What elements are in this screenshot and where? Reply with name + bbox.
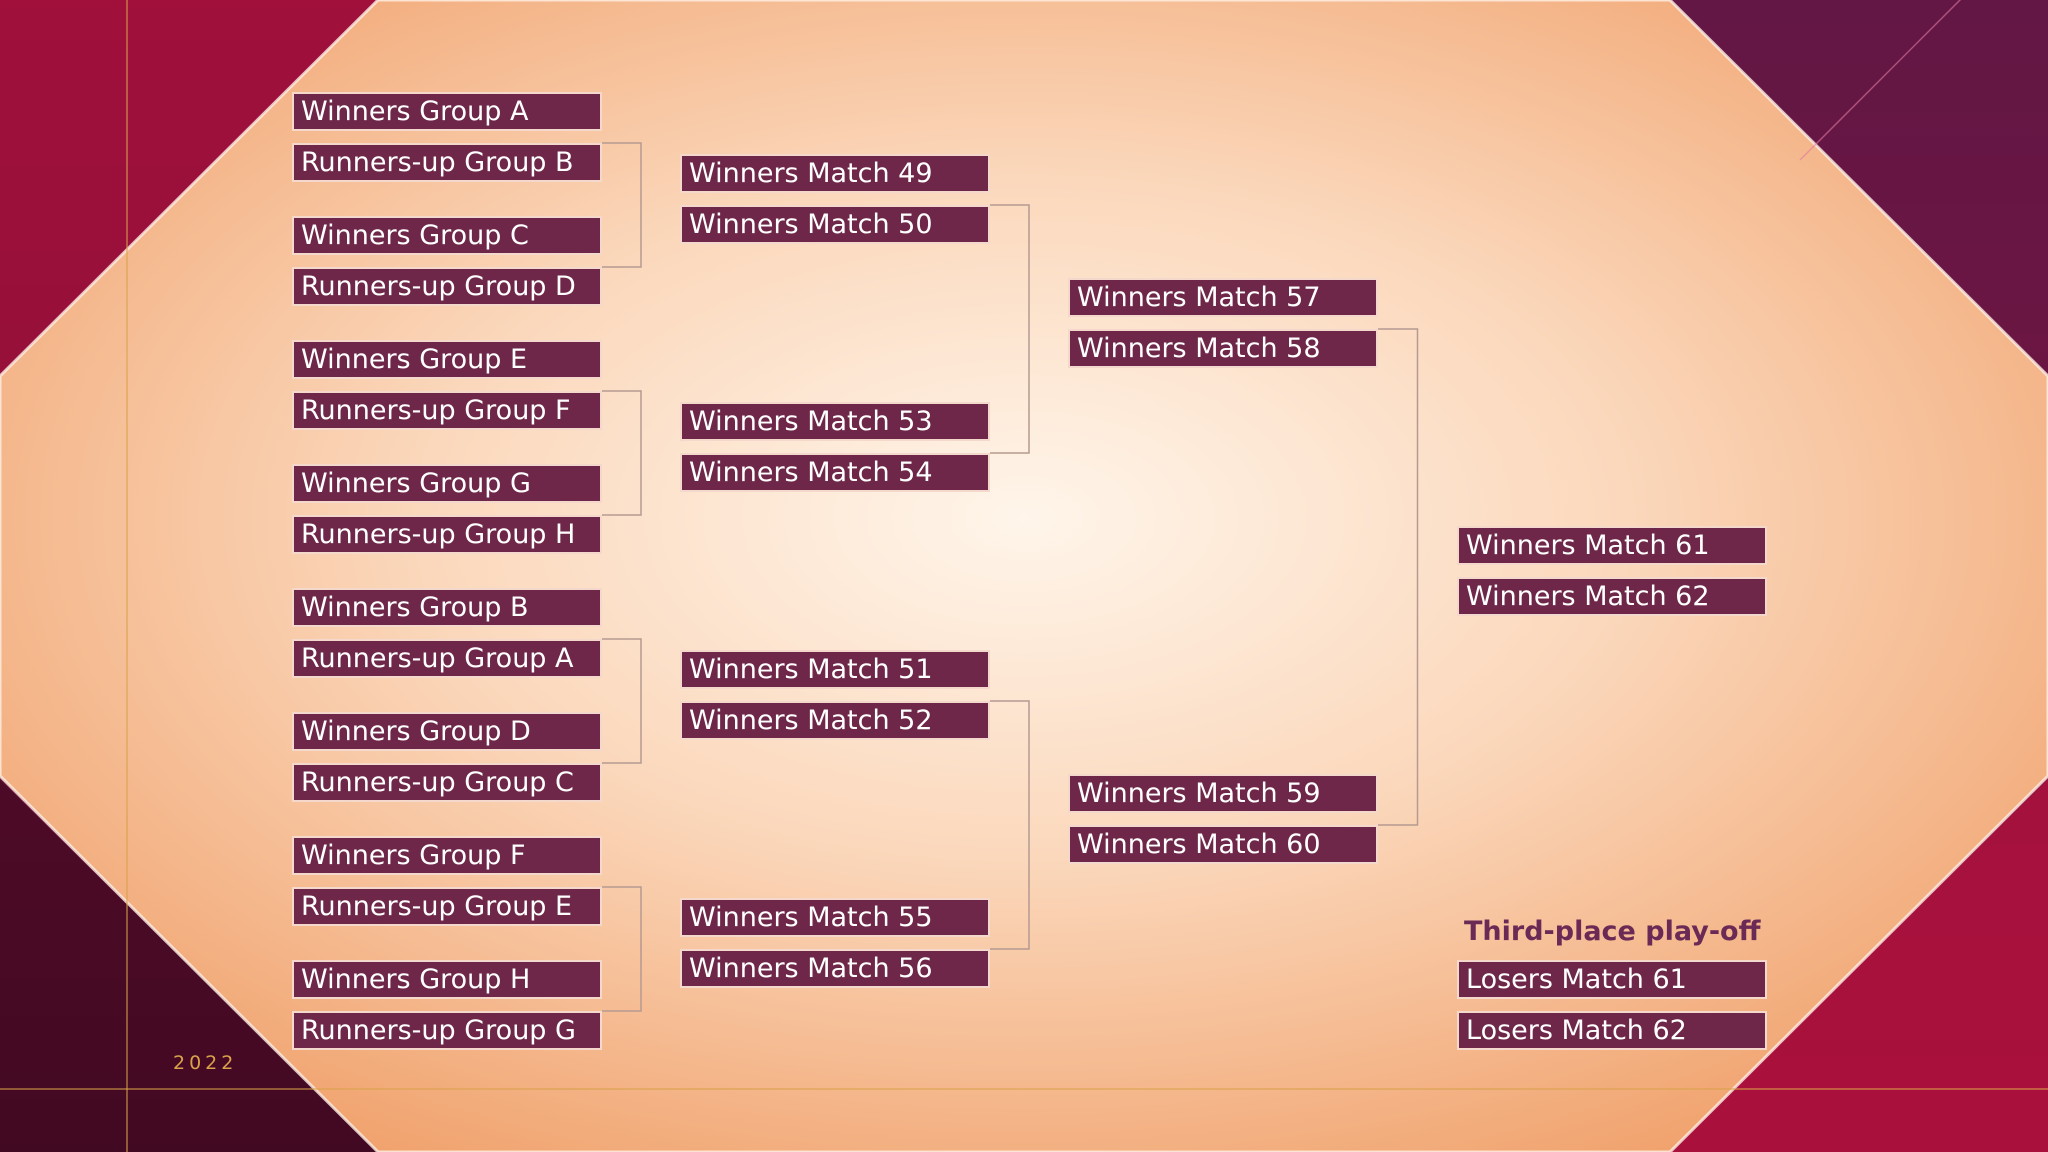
semi-final-slot: Winners Match 60 <box>1068 825 1378 864</box>
round-of-16-slot: Winners Group B <box>292 588 602 627</box>
final-slot: Winners Match 61 <box>1457 526 1767 565</box>
quarter-final-slot: Winners Match 49 <box>680 154 990 193</box>
semi-final-slot: Winners Match 58 <box>1068 329 1378 368</box>
round-of-16-slot: Runners-up Group F <box>292 391 602 430</box>
quarter-final-slot: Winners Match 50 <box>680 205 990 244</box>
final-slot: Winners Match 62 <box>1457 577 1767 616</box>
round-of-16-slot: Winners Group A <box>292 92 602 131</box>
round-of-16-slot: Runners-up Group D <box>292 267 602 306</box>
round-of-16-slot: Winners Group G <box>292 464 602 503</box>
semi-final-slot: Winners Match 57 <box>1068 278 1378 317</box>
round-of-16-slot: Runners-up Group B <box>292 143 602 182</box>
gold-rule-diagonal <box>1799 0 1962 161</box>
round-of-16-slot: Runners-up Group E <box>292 887 602 926</box>
quarter-final-slot: Winners Match 55 <box>680 898 990 937</box>
round-of-16-slot: Winners Group D <box>292 712 602 751</box>
round-of-16-slot: Winners Group C <box>292 216 602 255</box>
round-of-16-slot: Winners Group F <box>292 836 602 875</box>
quarter-final-slot: Winners Match 54 <box>680 453 990 492</box>
round-of-16-slot: Runners-up Group A <box>292 639 602 678</box>
quarter-final-slot: Winners Match 51 <box>680 650 990 689</box>
third-place-title: Third-place play-off <box>1464 916 1761 947</box>
third-place-slot: Losers Match 62 <box>1457 1011 1767 1050</box>
round-of-16-slot: Winners Group H <box>292 960 602 999</box>
quarter-final-slot: Winners Match 56 <box>680 949 990 988</box>
quarter-final-slot: Winners Match 53 <box>680 402 990 441</box>
round-of-16-slot: Runners-up Group C <box>292 763 602 802</box>
year-label: 2022 <box>173 1052 238 1074</box>
round-of-16-slot: Runners-up Group G <box>292 1011 602 1050</box>
round-of-16-slot: Runners-up Group H <box>292 515 602 554</box>
third-place-slot: Losers Match 61 <box>1457 960 1767 999</box>
semi-final-slot: Winners Match 59 <box>1068 774 1378 813</box>
quarter-final-slot: Winners Match 52 <box>680 701 990 740</box>
round-of-16-slot: Winners Group E <box>292 340 602 379</box>
